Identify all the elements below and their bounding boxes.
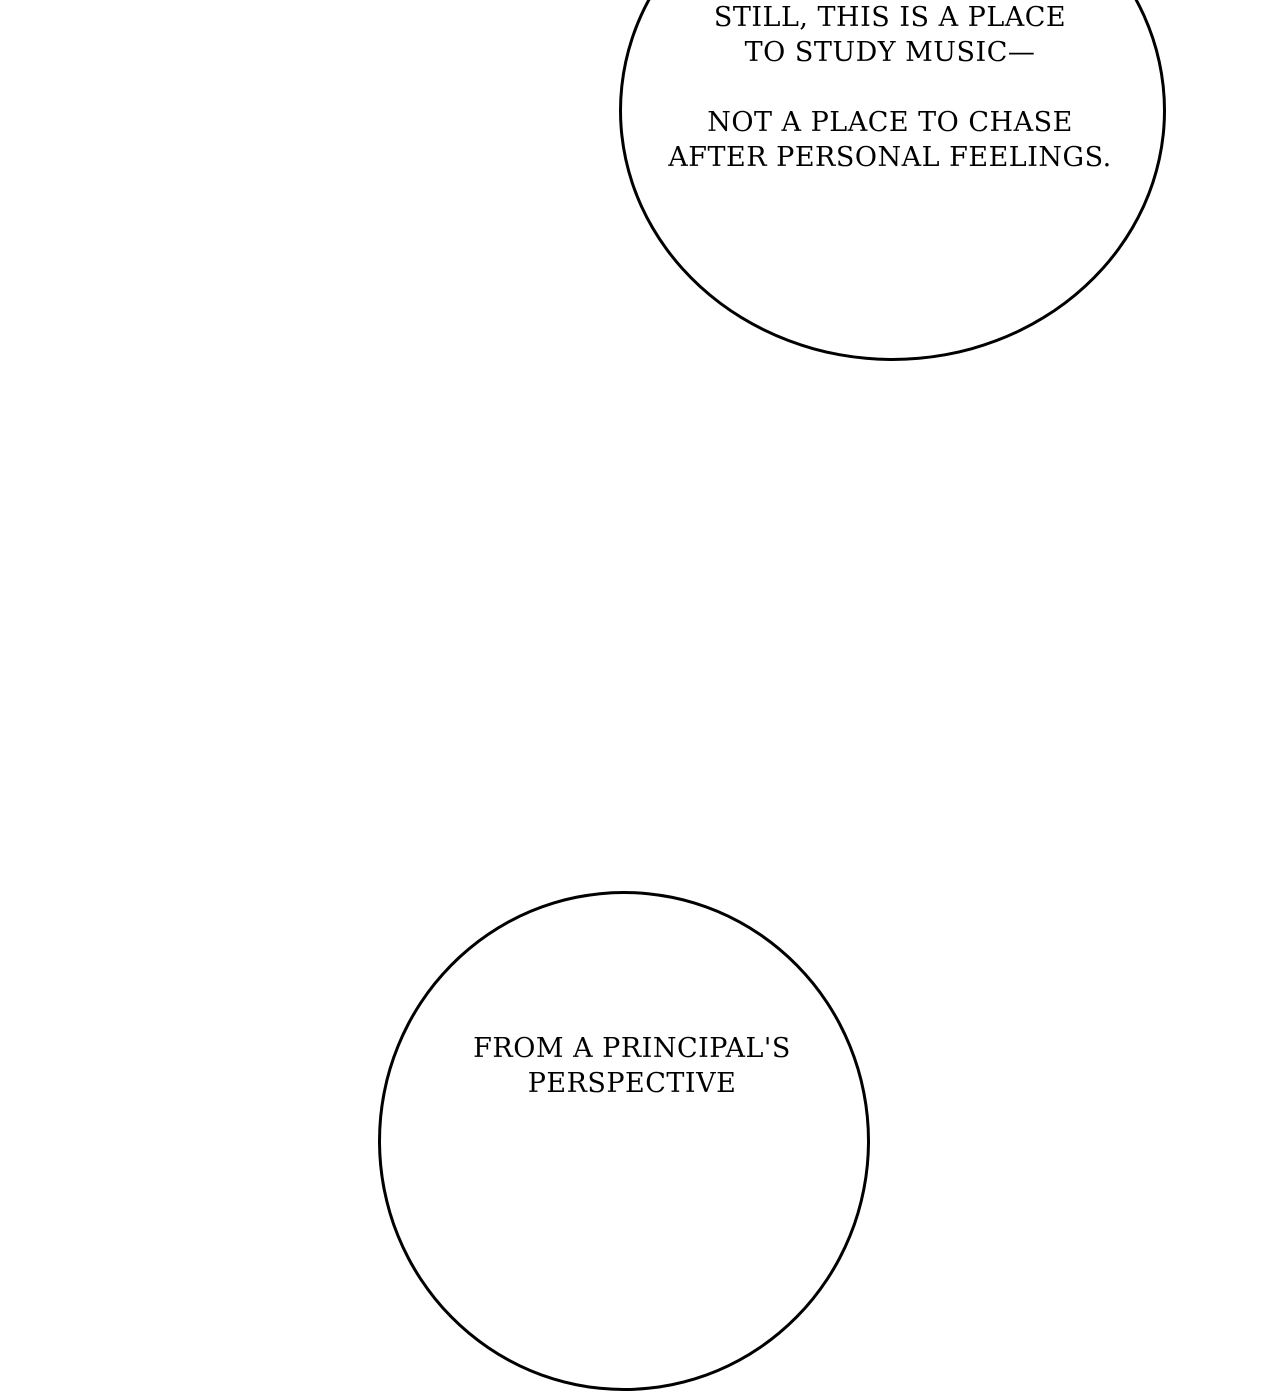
speech-line: STILL, THIS IS A PLACE	[713, 2, 1067, 33]
speech-text-top: STILL, THIS IS A PLACE TO STUDY MUSIC— N…	[640, 0, 1140, 175]
speech-bubble-bottom	[378, 891, 870, 1391]
speech-text-bottom: FROM A PRINCIPAL'S PERSPECTIVE	[382, 1031, 882, 1101]
speech-line: PERSPECTIVE	[527, 1068, 737, 1099]
speech-line: AFTER PERSONAL FEELINGS.	[668, 142, 1112, 173]
speech-line-spacer	[640, 70, 1140, 105]
speech-line: NOT A PLACE TO CHASE	[707, 107, 1073, 138]
speech-line: TO STUDY MUSIC—	[744, 37, 1036, 68]
speech-line: FROM A PRINCIPAL'S	[473, 1033, 791, 1064]
